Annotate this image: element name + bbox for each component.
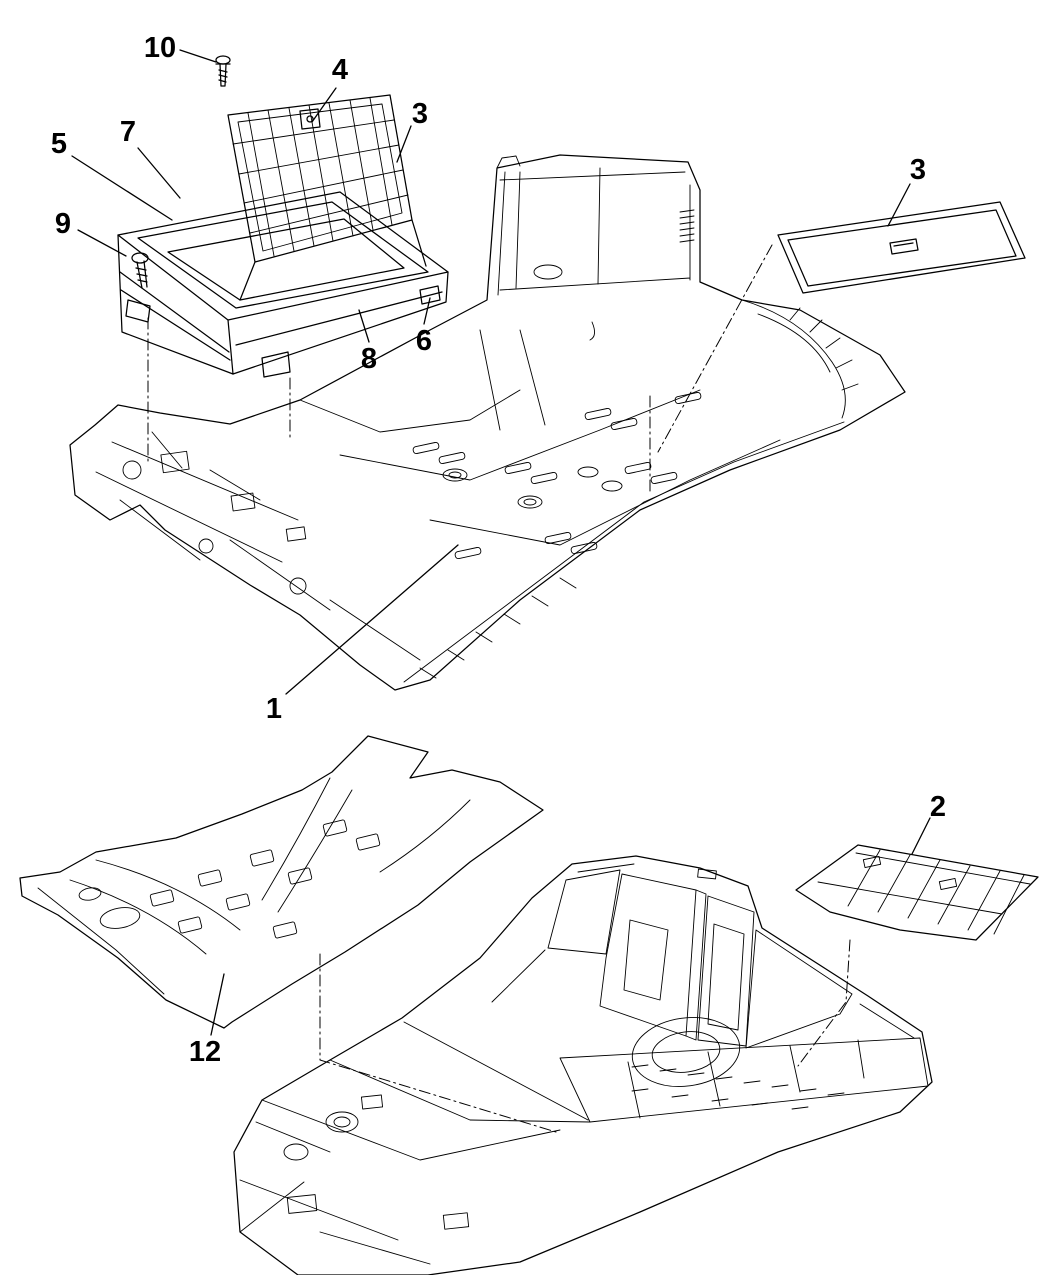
screw-10-icon xyxy=(215,55,231,87)
callout-leader-3-cover xyxy=(887,183,911,227)
callout-leader-9 xyxy=(77,229,127,257)
callout-label-3-lid: 3 xyxy=(412,98,428,130)
callout-label-10: 10 xyxy=(144,32,176,64)
callout-leader-4 xyxy=(311,87,337,123)
rear-floor-detail xyxy=(559,1003,929,1123)
callout-leader-6 xyxy=(423,297,431,325)
callout-leader-5 xyxy=(71,155,173,221)
carpet-cutouts xyxy=(149,819,381,939)
callout-leader-7 xyxy=(137,147,181,199)
seat-anchor-cutouts xyxy=(442,466,623,509)
floor-vent-slots xyxy=(412,391,702,560)
callout-leader-8 xyxy=(358,309,370,343)
lid-grid-pattern xyxy=(232,97,409,257)
callout-label-9: 9 xyxy=(55,208,71,240)
callout-label-4: 4 xyxy=(332,54,348,86)
callout-label-1: 1 xyxy=(266,693,282,725)
bin-foot-left xyxy=(125,299,151,323)
body-openings xyxy=(491,863,853,1049)
callout-leader-3-lid xyxy=(396,125,412,163)
carpet-contours xyxy=(37,777,471,995)
callout-leader-12 xyxy=(210,973,225,1036)
callout-label-5: 5 xyxy=(51,128,67,160)
front-structure-detail xyxy=(239,1021,591,1265)
body-side-shell xyxy=(233,855,933,1275)
callout-label-8: 8 xyxy=(361,343,377,375)
floor-contours xyxy=(299,329,845,683)
rear-cargo-carpet xyxy=(795,844,1039,941)
callout-label-6: 6 xyxy=(416,325,432,357)
callout-label-7: 7 xyxy=(120,116,136,148)
callout-leader-2 xyxy=(911,817,931,855)
callout-leader-1 xyxy=(285,544,459,695)
callout-leader-10 xyxy=(179,49,217,63)
callout-label-3-cover: 3 xyxy=(910,154,926,186)
screw-9-icon xyxy=(131,252,149,289)
rear-carpet-ribs xyxy=(817,849,1031,935)
bin-clip-6 xyxy=(419,285,441,305)
seat-back-panel xyxy=(496,155,695,341)
wheel-arch-right xyxy=(741,299,859,419)
bin-foot-front xyxy=(261,351,291,378)
storage-bin-grid-lid xyxy=(227,94,427,301)
rear-floor-pan xyxy=(69,154,906,691)
front-floor-carpet xyxy=(19,735,544,1029)
storage-bin-tub xyxy=(117,191,449,378)
cowl-structure-detail xyxy=(95,431,577,679)
rear-wheelhouse xyxy=(631,1017,741,1087)
callout-label-2: 2 xyxy=(930,791,946,823)
projection-lines xyxy=(147,244,851,1133)
cover-handle xyxy=(889,238,919,255)
load-floor-cover-panel xyxy=(777,201,1026,294)
callout-label-12: 12 xyxy=(189,1036,221,1068)
lid-latch xyxy=(299,108,321,130)
